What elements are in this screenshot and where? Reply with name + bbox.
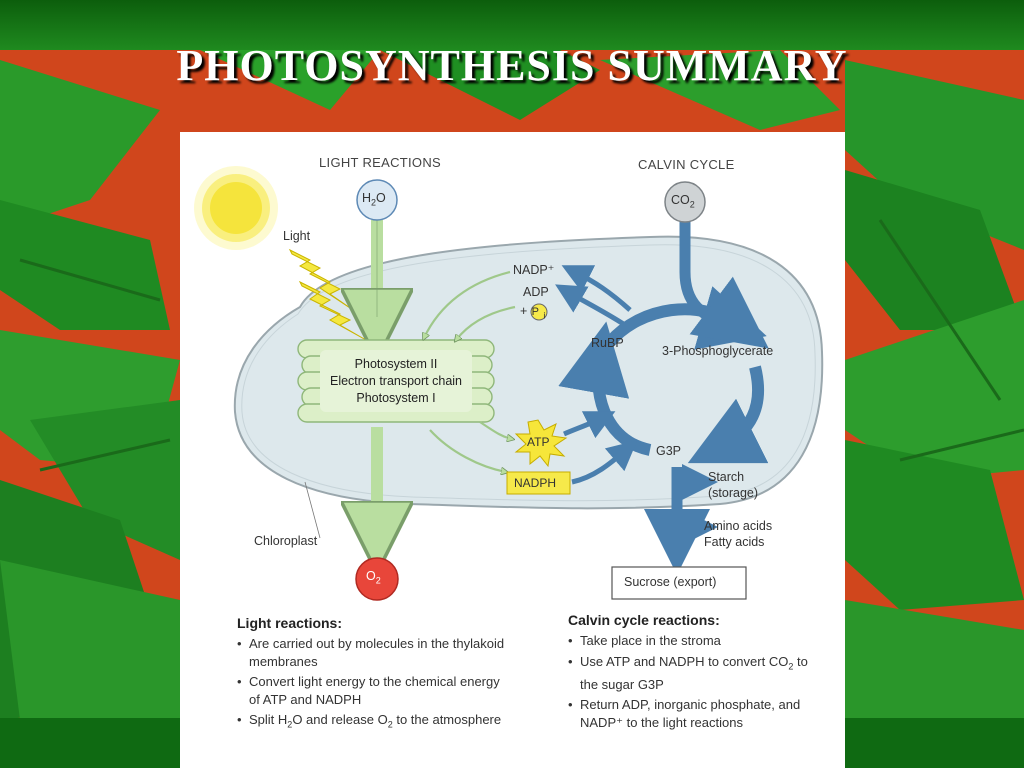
photosynthesis-figure: LIGHT REACTIONS CALVIN CYCLE H2O CO2 O2 … [180, 132, 845, 768]
co2-node [664, 181, 706, 223]
electron-transport-label: Electron transport chain [329, 374, 462, 388]
list-item: Return ADP, inorganic phosphate, and NAD… [568, 696, 818, 731]
atp-starburst [514, 419, 568, 468]
photosystem-labels: Photosystem II Electron transport chain … [308, 356, 484, 407]
sucrose-box [611, 566, 747, 600]
thylakoid-stack [297, 339, 495, 423]
g3p-label: G3P [656, 444, 682, 458]
sun-icon [194, 166, 278, 250]
co2-label: CO2 [671, 193, 695, 210]
rubp-label: RuBP [591, 336, 624, 350]
pi-circle [530, 303, 548, 321]
starch-label: Starch(storage) [708, 470, 759, 500]
calvin-cycle-header: CALVIN CYCLE [638, 157, 735, 172]
nadph-box [506, 471, 571, 495]
list-item: Convert light energy to the chemical ene… [237, 673, 507, 708]
slide-title: PHOTOSYNTHESIS SUMMARY [176, 41, 848, 90]
photosystem-i-label: Photosystem I [356, 391, 436, 405]
nadp-plus-label: NADP⁺ [513, 263, 555, 277]
list-item: Use ATP and NADPH to convert CO2 to the … [568, 653, 818, 694]
calvin-notes: Take place in the stroma Use ATP and NAD… [568, 632, 818, 734]
light-label: Light [283, 229, 311, 243]
chloroplast-label: Chloroplast [254, 534, 318, 548]
nadph-label: NADPH [514, 476, 557, 490]
h2o-node [356, 179, 398, 221]
atp-label: ATP [527, 435, 550, 449]
light-reactions-notes-title: Light reactions: [237, 615, 343, 631]
pga-label: 3-Phosphoglycerate [662, 344, 774, 358]
light-reactions-header: LIGHT REACTIONS [319, 155, 442, 170]
h2o-label: H2O [362, 191, 386, 208]
list-item: Take place in the stroma [568, 632, 818, 650]
diagram-graphics [194, 166, 824, 601]
list-item: Are carried out by molecules in the thyl… [237, 635, 507, 670]
photosystem-ii-label: Photosystem II [354, 357, 438, 371]
o2-label: O2 [366, 569, 381, 586]
calvin-notes-title: Calvin cycle reactions: [568, 612, 720, 628]
sucrose-label: Sucrose (export) [624, 575, 717, 589]
light-reactions-notes: Are carried out by molecules in the thyl… [237, 635, 507, 737]
list-item: Split H2O and release O2 to the atmosphe… [237, 711, 507, 734]
o2-node [355, 557, 399, 601]
adp-label: ADP [523, 285, 549, 299]
